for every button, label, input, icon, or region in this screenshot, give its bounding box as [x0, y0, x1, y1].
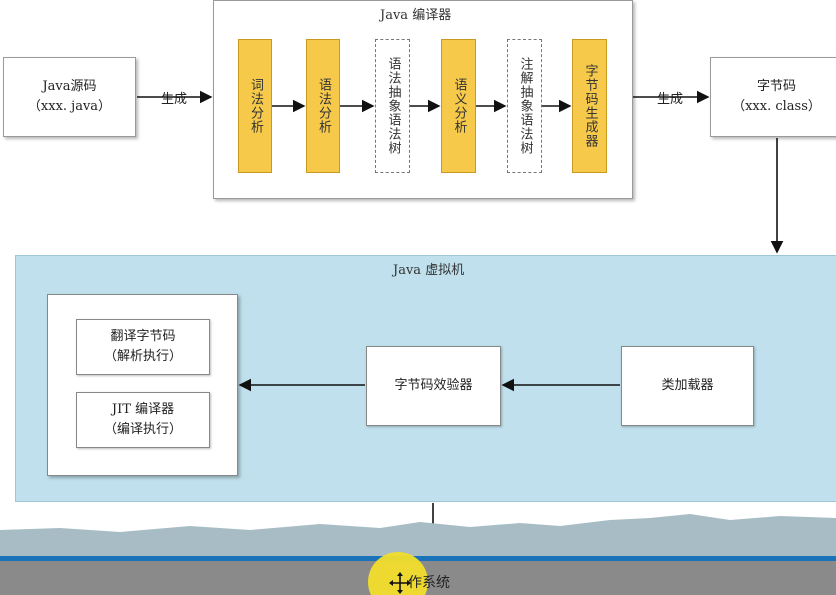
mountain-silhouette	[0, 514, 836, 558]
blue-divider	[0, 556, 836, 561]
stage-syntax-tree: 语法抽象语法树	[375, 39, 410, 173]
move-cursor-icon	[389, 572, 411, 594]
bytecode-box: 字节码 （xxx. class）	[710, 57, 836, 137]
interpreter-mode: （解析执行）	[103, 349, 182, 364]
jit-mode: （编译执行）	[103, 422, 182, 437]
bytecode-verifier-box: 字节码效验器	[366, 346, 501, 426]
jit-compiler-box: JIT 编译器 （编译执行）	[76, 392, 210, 448]
generate-label-right: 生成	[657, 92, 684, 107]
generate-label-left: 生成	[161, 92, 188, 107]
stage-lexical-analysis: 词法分析	[238, 39, 272, 173]
stage-syntax-analysis: 语法分析	[306, 39, 340, 173]
stage-semantic-analysis: 语义分析	[441, 39, 476, 173]
source-code-box: Java源码 （xxx. java）	[3, 57, 136, 137]
source-label: Java源码	[42, 79, 97, 94]
interpreter-label: 翻译字节码	[110, 329, 176, 344]
interpreter-box: 翻译字节码 （解析执行）	[76, 319, 210, 375]
stage-annotated-syntax-tree: 注解抽象语法树	[507, 39, 542, 173]
os-label: 作系统	[408, 575, 450, 591]
stage-bytecode-generator: 字节码生成器	[572, 39, 607, 173]
bytecode-label: 字节码	[756, 79, 796, 94]
bytecode-filename: （xxx. class）	[732, 99, 821, 114]
jit-label: JIT 编译器	[111, 402, 175, 417]
jvm-title: Java 虚拟机	[393, 263, 465, 278]
source-filename: （xxx. java）	[27, 99, 112, 114]
java-compiler-box	[213, 0, 633, 199]
compiler-title: Java 编译器	[380, 8, 452, 23]
class-loader-box: 类加载器	[621, 346, 754, 426]
